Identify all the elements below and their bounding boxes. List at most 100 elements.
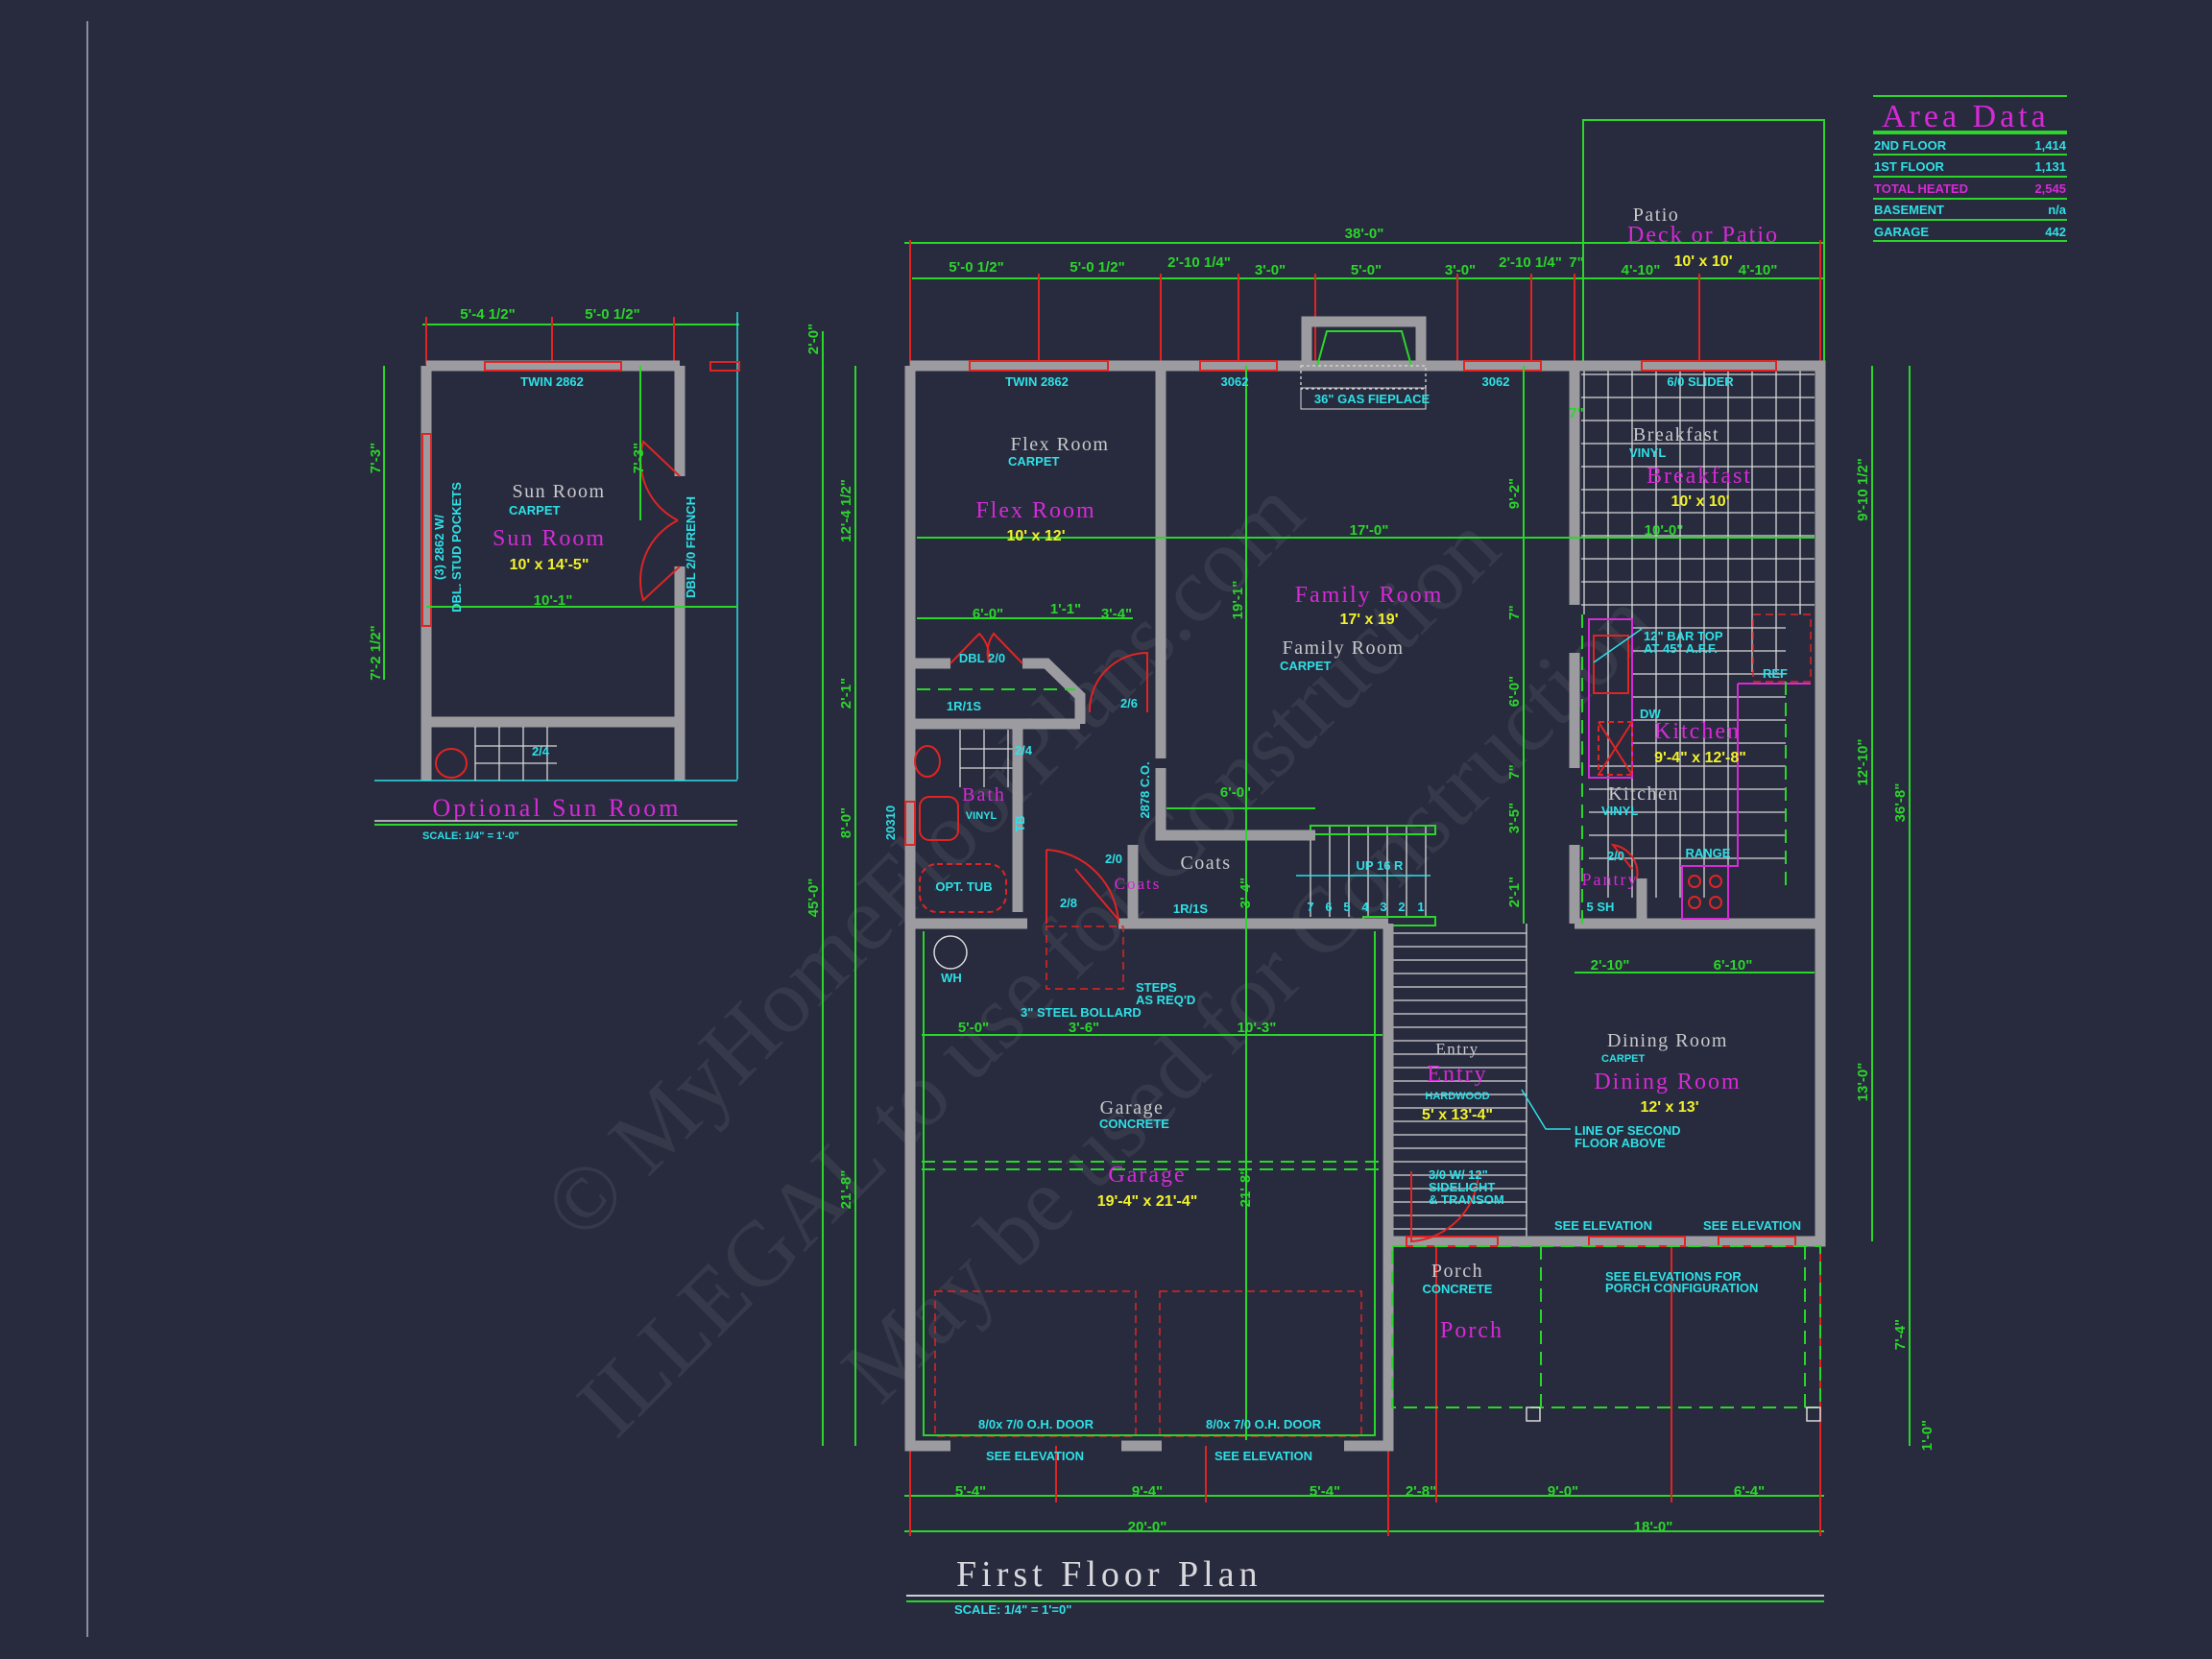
- dim-label: 9'-0": [1548, 1483, 1578, 1500]
- plan-title: First Floor Plan: [956, 1554, 1262, 1595]
- dim-label: 6'-0": [973, 606, 1003, 622]
- dim-label: 9'-4": [1132, 1483, 1163, 1500]
- family-room-floor: CARPET: [1280, 659, 1332, 673]
- dim-label: 7'-4": [1892, 1319, 1909, 1350]
- bath-door-label: 2/4: [1015, 743, 1033, 757]
- line-second-floor-2: FLOOR ABOVE: [1575, 1136, 1666, 1150]
- dim-label: 4'-10": [1739, 262, 1778, 278]
- dim-label: 3'-0": [1445, 262, 1476, 278]
- stair-number: 2: [1398, 900, 1405, 914]
- sun-room-name: Sun Room: [512, 481, 605, 502]
- closet-door-label: DBL 2/0: [959, 651, 1005, 665]
- stair-numbers: 7 6 5 4 3 2 1: [1307, 900, 1424, 914]
- window-3062-a: 3062: [1221, 374, 1249, 389]
- breakfast-floor: VINYL: [1629, 445, 1666, 460]
- plan-scale: SCALE: 1/4" = 1'=0": [954, 1602, 1071, 1617]
- entry-floor: HARDWOOD: [1425, 1091, 1489, 1102]
- stair-number: 7: [1307, 900, 1313, 914]
- coats-name: Coats: [1180, 853, 1231, 874]
- sun-dim-left-lower: 7'-2 1/2": [368, 625, 384, 680]
- dim-label: 2'-10": [1591, 957, 1630, 974]
- area-data-heading: Area Data: [1882, 99, 2050, 134]
- pantry-shelves: 5 SH: [1587, 900, 1615, 914]
- twin-window-label: TWIN 2862: [1005, 374, 1069, 389]
- dim-label: 19'-1": [1230, 581, 1246, 620]
- slider-door-label: 6/0 SLIDER: [1667, 374, 1734, 389]
- stair-number: 5: [1343, 900, 1350, 914]
- dim-label: 4'-10": [1622, 262, 1661, 278]
- porch-outline: [1391, 1245, 1821, 1422]
- hall-door-label: 2/6: [1120, 696, 1138, 710]
- area-row-2nd-floor: 2ND FLOOR 1,414: [1874, 138, 2067, 153]
- sun-dim-width: 10'-1": [534, 592, 573, 609]
- kitchen-name: Kitchen: [1608, 783, 1679, 805]
- entry-tag: Entry: [1427, 1062, 1487, 1087]
- dim-label: 5'-4": [1310, 1483, 1340, 1500]
- breakfast-tag: Breakfast: [1647, 464, 1752, 489]
- flex-room-name: Flex Room: [1011, 434, 1110, 455]
- patio-tag: Deck or Patio: [1627, 223, 1779, 248]
- sun-room-scale: SCALE: 1/4" = 1'-0": [422, 830, 519, 842]
- coats-shelf-label: 1R/1S: [1173, 902, 1208, 916]
- area-label: BASEMENT: [1874, 203, 1944, 217]
- dim-label: 3'-5": [1506, 803, 1523, 833]
- flex-room-floor: CARPET: [1008, 454, 1060, 469]
- area-value: 1,131: [2034, 159, 2066, 174]
- kitchen-size: 9'-4" x 12'-8": [1654, 750, 1746, 766]
- sun-dim-top-left: 5'-4 1/2": [460, 306, 515, 323]
- dining-room-floor: CARPET: [1601, 1053, 1646, 1065]
- dim-label: 5'-0": [958, 1020, 989, 1036]
- bar-top-note-2: AT 45" A.F.F.: [1644, 641, 1718, 656]
- dim-label: 12'-10": [1855, 738, 1871, 785]
- line-second-floor-1: LINE OF SECOND: [1575, 1123, 1681, 1138]
- dim-label: 7": [1569, 405, 1583, 421]
- dining-see-elevation-2: SEE ELEVATION: [1703, 1218, 1801, 1233]
- dim-interior: 17'-0" 10'-0" 19'-1" 9'-2" 7" 6'-0" 7" 3…: [958, 405, 1753, 1207]
- dim-label: 8'-0": [838, 807, 854, 838]
- entry-size: 5' x 13'-4": [1422, 1107, 1493, 1123]
- sun-room-tag: Sun Room: [493, 526, 606, 551]
- stair-number: 4: [1361, 900, 1369, 914]
- dim-label: 5'-0 1/2": [1070, 259, 1124, 276]
- dim-label: 2'-1": [1506, 877, 1523, 907]
- dining-room-size: 12' x 13': [1641, 1099, 1699, 1116]
- dim-left: 2'-0" 45'-0" 12'-4 1/2" 2'-1" 8'-0" 21'-…: [805, 324, 854, 1210]
- sun-room-floor: CARPET: [509, 503, 561, 517]
- stair-number: 6: [1325, 900, 1332, 914]
- dim-label: 2'-1": [838, 678, 854, 709]
- entry-name: Entry: [1435, 1040, 1479, 1058]
- area-value: 1,414: [2034, 138, 2066, 153]
- bar-top-note-1: 12" BAR TOP: [1644, 629, 1723, 643]
- interior-walls: [910, 366, 1820, 929]
- porch-tag: Porch: [1440, 1318, 1503, 1343]
- dim-label: 20'-0": [1128, 1519, 1167, 1535]
- area-label: TOTAL HEATED: [1874, 181, 1968, 196]
- door-swings: [950, 632, 1639, 1243]
- coats-door-label: 2/0: [1105, 852, 1122, 866]
- dim-label: 2'-10 1/4": [1167, 254, 1231, 271]
- porch-name: Porch: [1431, 1261, 1483, 1282]
- patio-name: Patio: [1633, 204, 1680, 226]
- family-room-name: Family Room: [1282, 637, 1404, 659]
- front-door-note-1: 3/0 W/ 12": [1429, 1167, 1488, 1182]
- sun-room-size: 10' x 14'-5": [510, 557, 589, 573]
- exterior-walls: [904, 316, 1826, 1452]
- stair-number: 1: [1417, 900, 1424, 914]
- garage-name: Garage: [1100, 1097, 1165, 1118]
- see-elevation-1: SEE ELEVATION: [986, 1449, 1084, 1463]
- dim-label: 5'-0 1/2": [949, 259, 1003, 276]
- dim-top-row: 5'-0 1/2" 5'-0 1/2" 2'-10 1/4" 3'-0" 5'-…: [949, 254, 1777, 278]
- porch-note-2: PORCH CONFIGURATION: [1605, 1281, 1758, 1295]
- porch-floor: CONCRETE: [1423, 1282, 1493, 1296]
- front-door-note-2: SIDELIGHT: [1429, 1180, 1495, 1194]
- garage-doors: [922, 931, 1382, 1437]
- steps-note-2: AS REQ'D: [1136, 993, 1195, 1007]
- dim-label: 3'-4": [1238, 878, 1254, 908]
- dim-label: 2'-10 1/4": [1499, 254, 1562, 271]
- area-label: 2ND FLOOR: [1874, 138, 1947, 153]
- plan-title-block: First Floor Plan SCALE: 1/4" = 1'=0": [906, 1554, 1824, 1617]
- towel-bar-label: TB: [1013, 815, 1027, 831]
